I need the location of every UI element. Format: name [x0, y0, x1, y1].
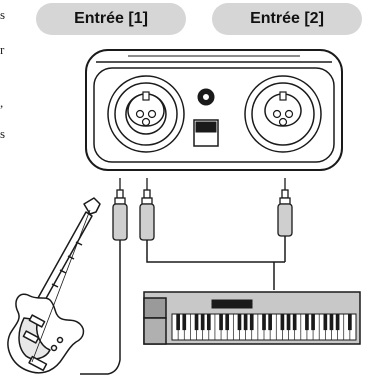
black-key [176, 314, 180, 330]
black-key [305, 314, 309, 330]
black-key [201, 314, 205, 330]
black-key [287, 314, 291, 330]
black-key [323, 314, 327, 330]
black-key [250, 314, 254, 330]
black-key [268, 314, 272, 330]
black-key [207, 314, 211, 330]
black-key [311, 314, 315, 330]
black-key [219, 314, 223, 330]
combo-jack-icon [245, 76, 321, 152]
keyboard-cable-left [147, 240, 285, 262]
black-key [293, 314, 297, 330]
phone-jack-icon [198, 89, 214, 105]
black-key [238, 314, 242, 330]
black-key [330, 314, 334, 330]
selector-switch [194, 120, 218, 146]
black-key [182, 314, 186, 330]
audio-interface [86, 50, 342, 170]
guitar-cable [80, 240, 120, 374]
keyboard-keys [176, 314, 351, 340]
jack-plug-icon [278, 178, 292, 236]
black-key [281, 314, 285, 330]
combo-jack-icon [108, 76, 184, 152]
black-key [336, 314, 340, 330]
electric-guitar-icon [8, 198, 100, 373]
black-key [225, 314, 229, 330]
black-key [195, 314, 199, 330]
jack-plug-icon [113, 178, 127, 240]
jack-plug-icon [140, 178, 154, 240]
black-key [244, 314, 248, 330]
synth-keyboard-icon [144, 292, 360, 344]
black-key [348, 314, 352, 330]
black-key [262, 314, 266, 330]
